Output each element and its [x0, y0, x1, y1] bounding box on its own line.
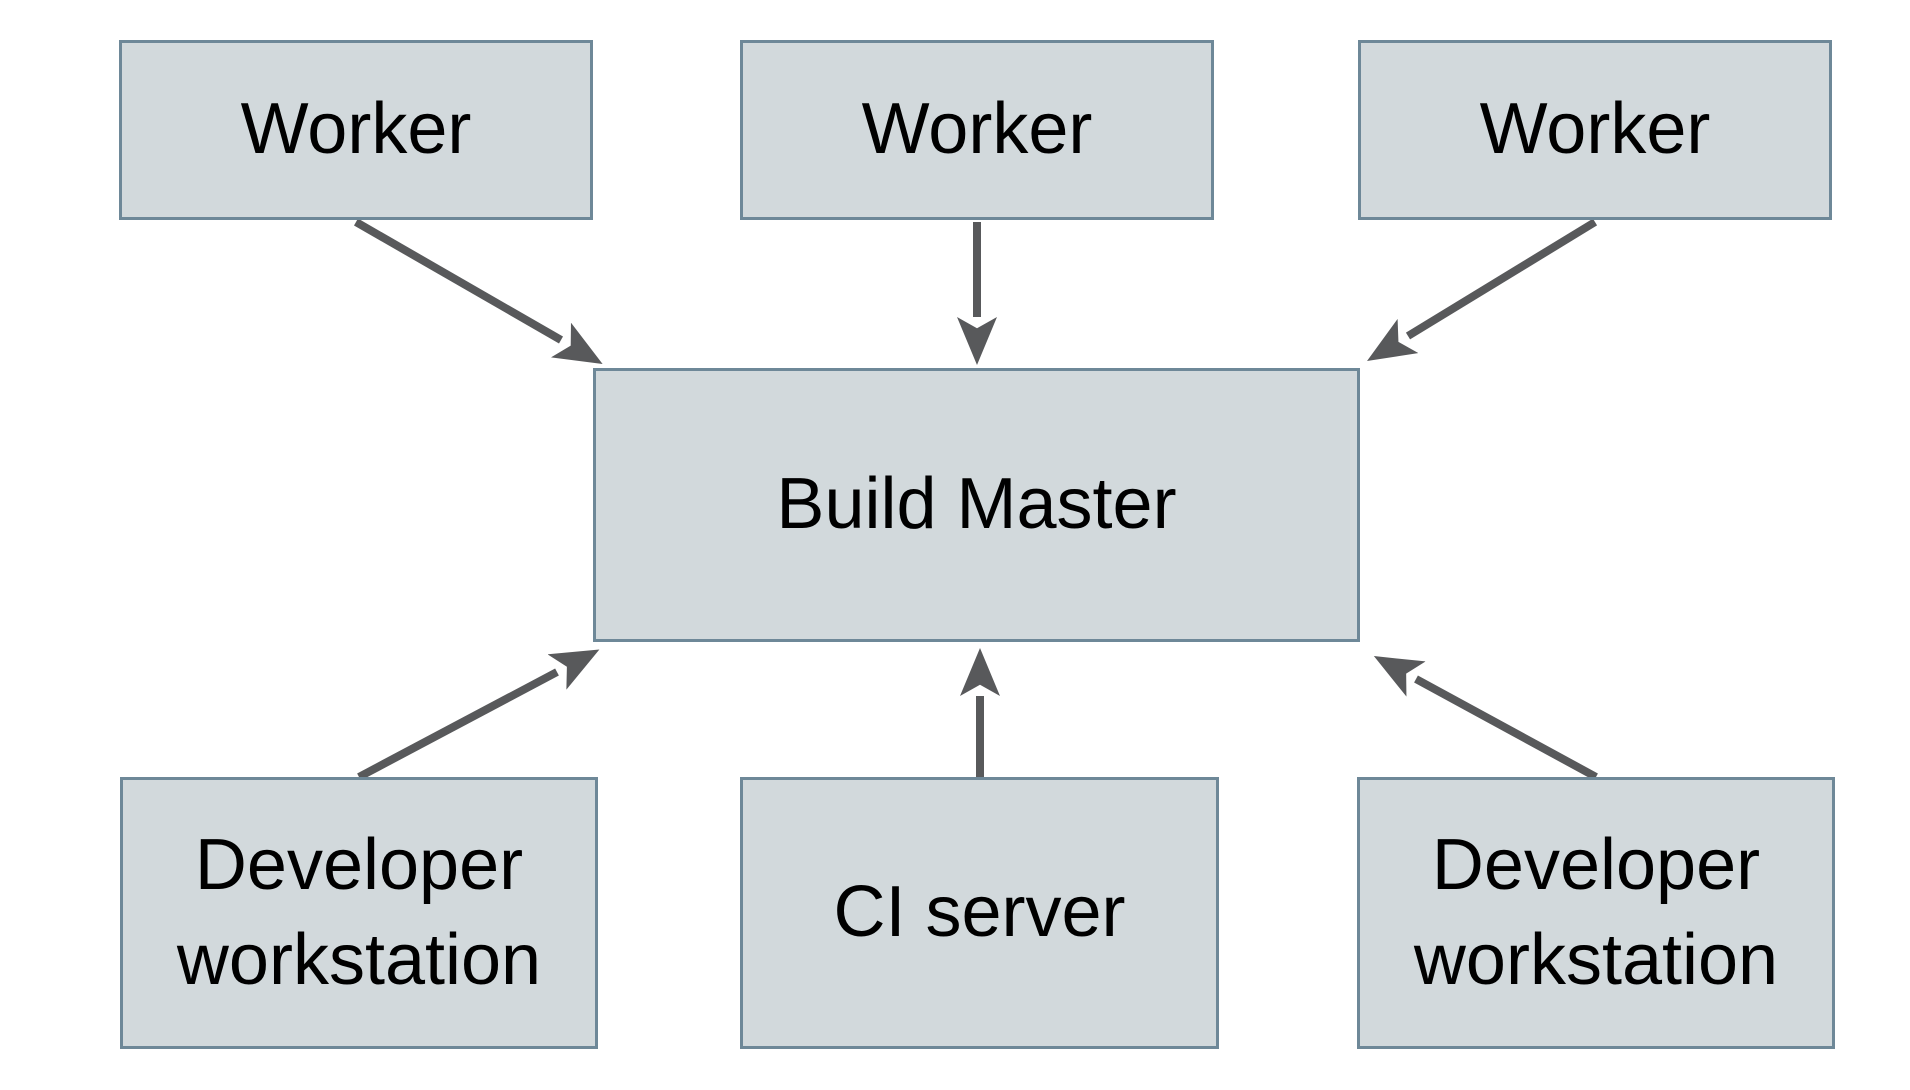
- arrow-dev-workstation-2-to-build-master: [1373, 656, 1598, 781]
- node-dev-workstation-2: Developer workstation: [1357, 777, 1835, 1049]
- node-worker-3: Worker: [1358, 40, 1832, 220]
- node-ci-server: CI server: [740, 777, 1219, 1049]
- node-worker-1-label: Worker: [240, 89, 472, 170]
- node-dev-workstation-2-label: Developer workstation: [1413, 824, 1779, 1000]
- node-worker-3-label: Worker: [1479, 89, 1711, 170]
- node-worker-2: Worker: [740, 40, 1214, 220]
- node-build-master: Build Master: [593, 368, 1360, 642]
- node-dev-workstation-1-label: Developer workstation: [176, 824, 542, 1000]
- node-dev-workstation-1: Developer workstation: [120, 777, 598, 1049]
- node-worker-2-label: Worker: [861, 89, 1093, 170]
- node-worker-1: Worker: [119, 40, 593, 220]
- node-build-master-label: Build Master: [776, 464, 1177, 545]
- arrow-worker-1-to-build-master: [354, 218, 603, 364]
- node-ci-server-label: CI server: [833, 872, 1126, 953]
- arrow-worker-3-to-build-master: [1367, 218, 1598, 361]
- arrow-dev-workstation-1-to-build-master: [357, 649, 600, 781]
